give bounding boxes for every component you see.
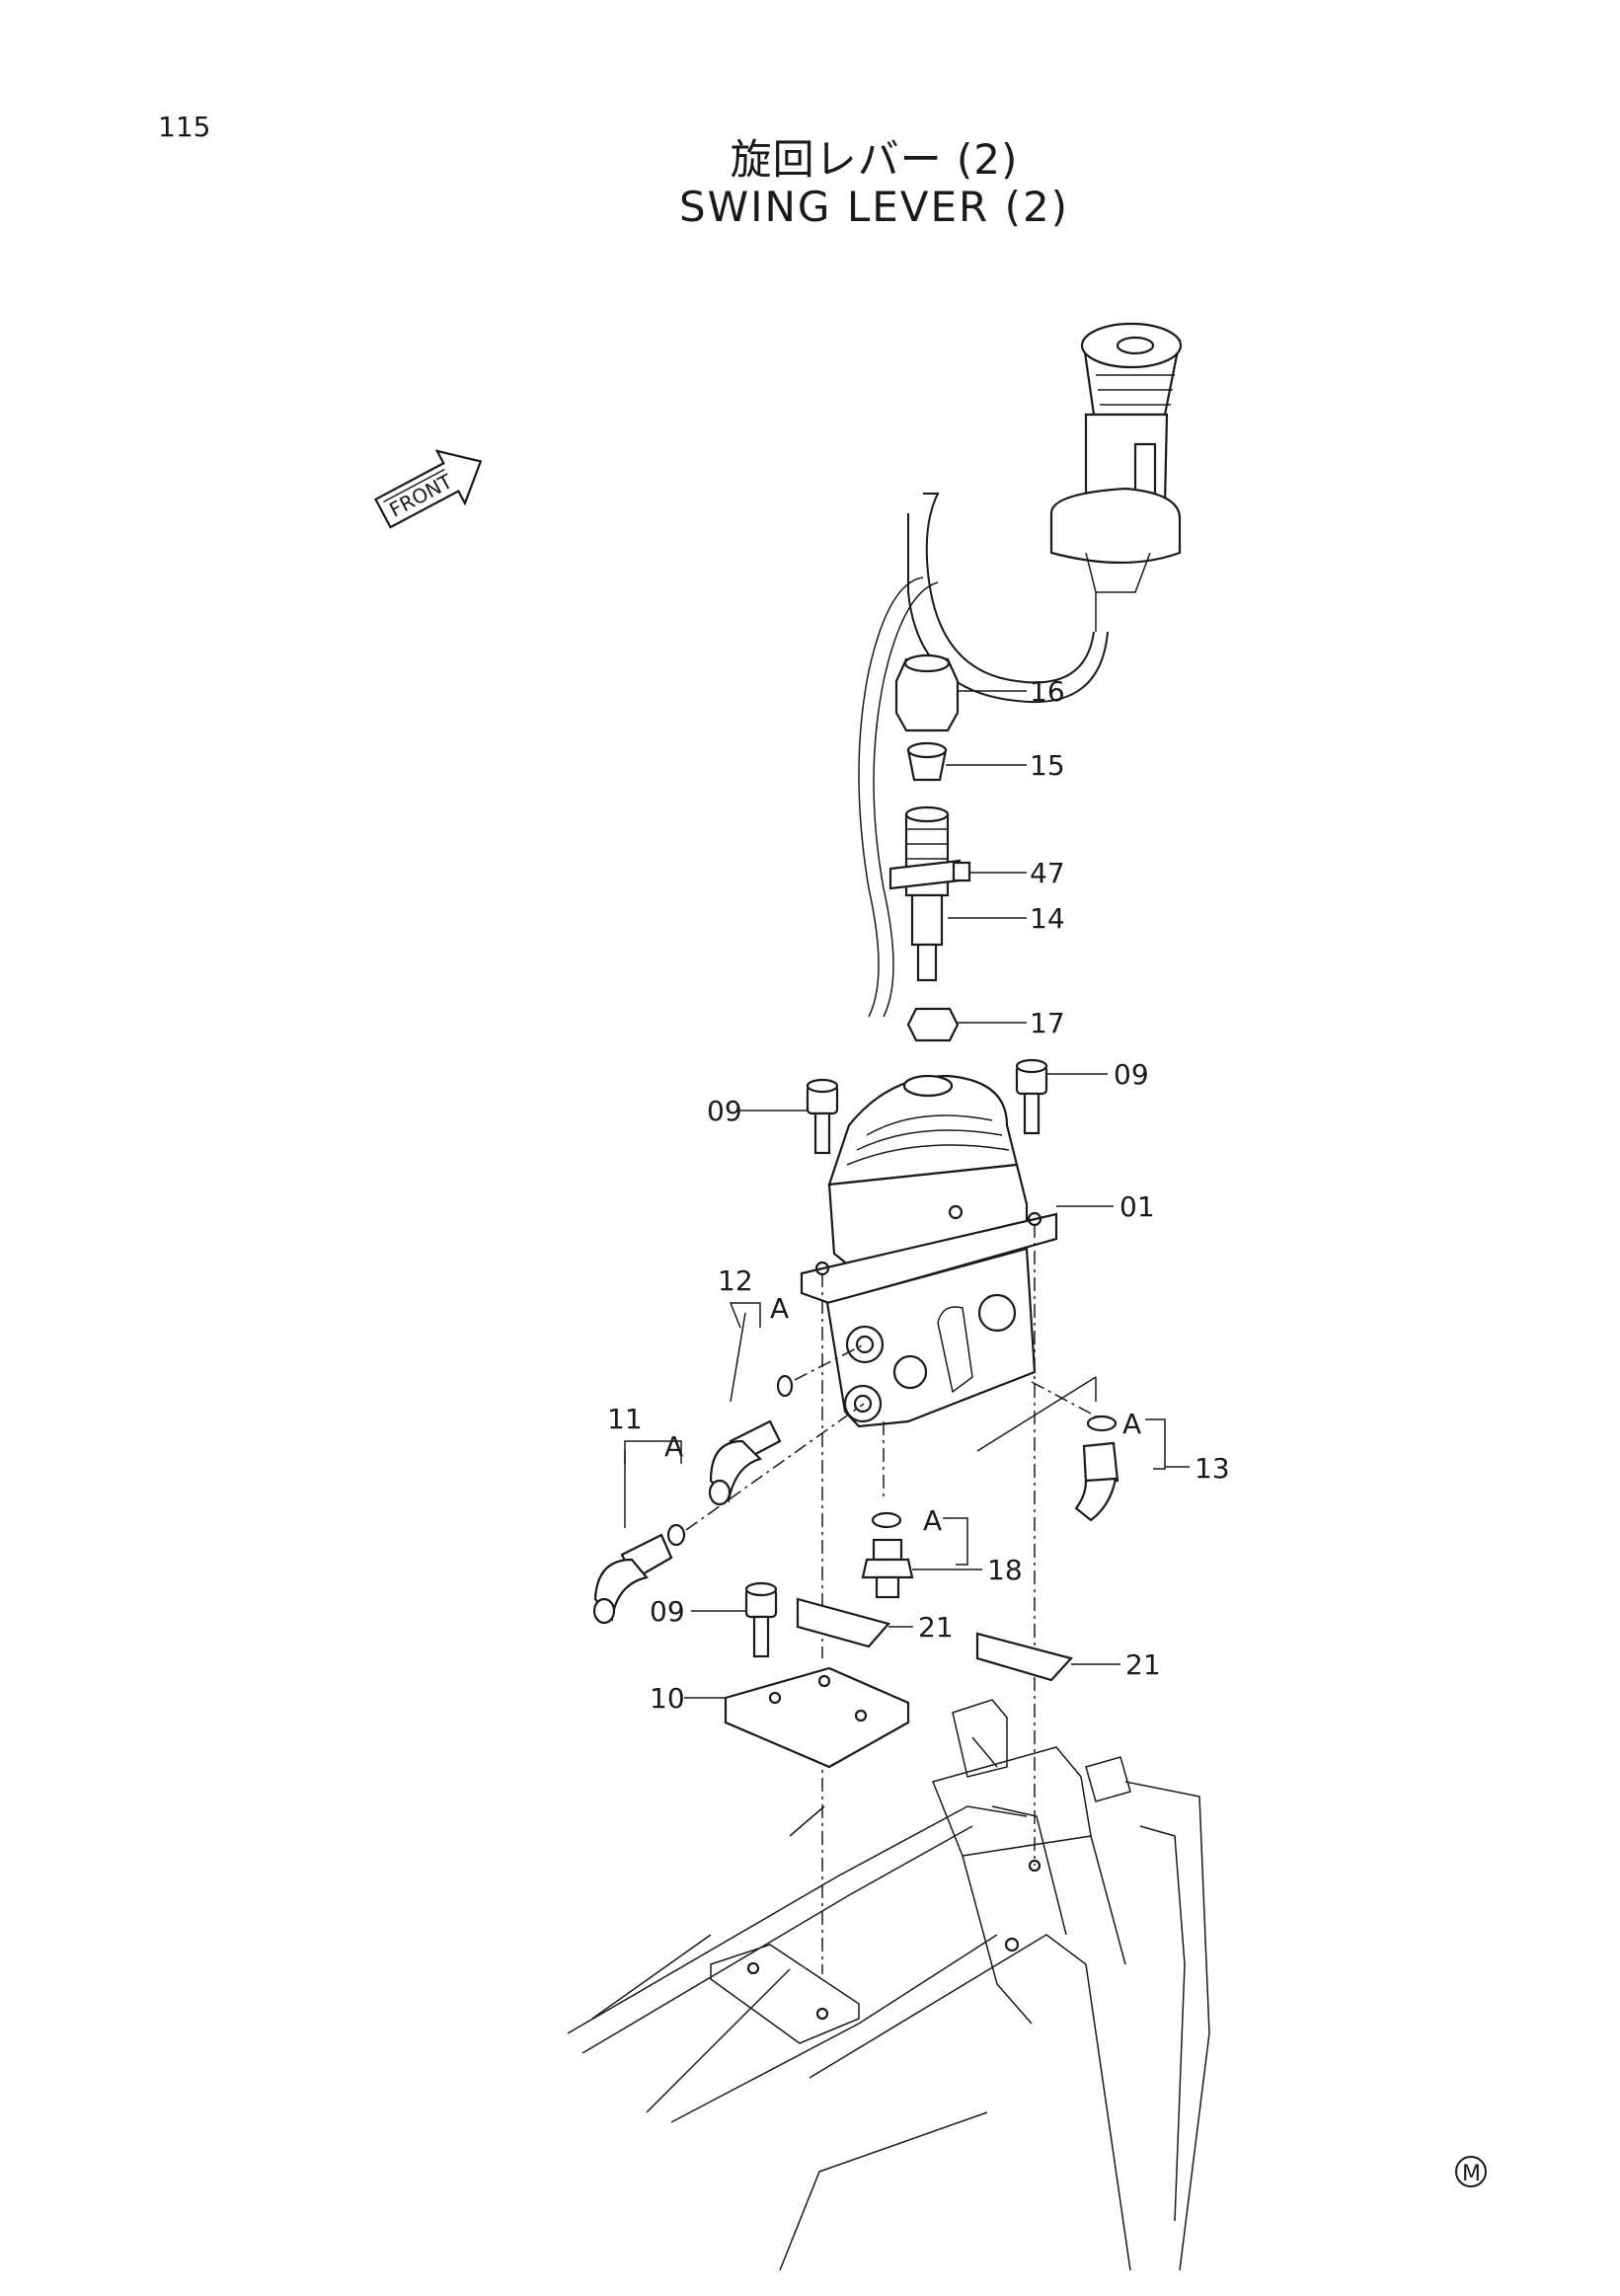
- part-09-bolt-bottom: [744, 1581, 778, 1658]
- part-11-elbow-fitting: [592, 1533, 673, 1625]
- callout-18: 18: [987, 1554, 1023, 1586]
- o-ring-a-11: [666, 1523, 686, 1547]
- callout-11: 11: [607, 1403, 643, 1435]
- part-14-adapter: [904, 805, 950, 982]
- o-ring-a-12: [776, 1374, 794, 1398]
- callout-09-bottom: 09: [650, 1595, 685, 1628]
- part-01-pilot-valve: [800, 1074, 1058, 1428]
- callout-01: 01: [1119, 1190, 1155, 1223]
- part-18-plug: [861, 1538, 914, 1599]
- part-10-plate: [724, 1666, 910, 1769]
- part-13-elbow-fitting: [1074, 1441, 1119, 1522]
- part-09-bolt-left: [806, 1078, 839, 1155]
- callout-12: 12: [718, 1264, 753, 1297]
- circled-m-icon: M: [1455, 2156, 1487, 2187]
- part-09-bolt-right: [1015, 1058, 1048, 1135]
- callout-47: 47: [1030, 857, 1065, 889]
- lever-grip: [1049, 322, 1183, 632]
- callout-a-13: A: [1122, 1408, 1141, 1440]
- machine-frame: [567, 1699, 1210, 2271]
- callout-a-11: A: [664, 1430, 683, 1463]
- part-21-shim-left: [796, 1597, 890, 1648]
- callout-a-12: A: [770, 1292, 789, 1325]
- front-arrow-icon: FRONT: [374, 449, 483, 529]
- callout-17: 17: [1030, 1007, 1065, 1039]
- part-12-elbow-fitting: [708, 1419, 782, 1506]
- part-17-nut: [906, 1007, 960, 1042]
- page-number: 115: [158, 111, 211, 143]
- callout-15: 15: [1030, 749, 1065, 782]
- callout-09-left: 09: [707, 1095, 742, 1127]
- page-title: 旋回レバー (2) SWING LEVER (2): [0, 135, 1620, 232]
- callout-10: 10: [650, 1682, 685, 1715]
- mark-label: M: [1462, 2162, 1481, 2186]
- callout-21-left: 21: [918, 1611, 954, 1644]
- callout-a-18: A: [923, 1504, 942, 1537]
- part-47-clamp: [888, 859, 971, 890]
- callout-14: 14: [1030, 902, 1065, 935]
- o-ring-a-18: [871, 1511, 902, 1529]
- callout-13: 13: [1195, 1452, 1230, 1485]
- title-english: SWING LEVER (2): [678, 183, 1070, 232]
- title-japanese: 旋回レバー (2): [730, 135, 1019, 184]
- part-16-nut: [894, 653, 960, 732]
- callout-16: 16: [1030, 675, 1065, 708]
- callout-09-right: 09: [1114, 1058, 1149, 1091]
- o-ring-a-13: [1086, 1415, 1118, 1432]
- callout-21-right: 21: [1125, 1648, 1161, 1681]
- part-21-shim-right: [975, 1632, 1074, 1682]
- part-15-sleeve: [906, 741, 948, 782]
